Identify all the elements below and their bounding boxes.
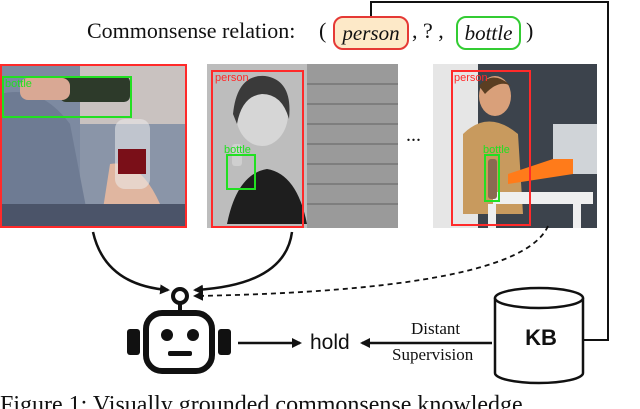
object-pill: bottle bbox=[456, 16, 521, 50]
robot-icon bbox=[127, 287, 231, 374]
bottle-label-1: bottle bbox=[5, 78, 32, 90]
photo-wine-pouring-art bbox=[0, 64, 187, 228]
figure-caption: Figure 1: Visually grounded commonsense … bbox=[0, 392, 523, 409]
relation-prefix: Commonsense relation: bbox=[87, 18, 296, 43]
subject-text: person bbox=[342, 21, 400, 45]
predicate-output: hold bbox=[310, 331, 350, 354]
person-label-3: person bbox=[454, 72, 488, 84]
bottle-box-1 bbox=[2, 76, 132, 118]
bottle-box-2 bbox=[226, 154, 256, 190]
bottle-box-3 bbox=[484, 154, 500, 202]
supervision-line2: Supervision bbox=[392, 345, 474, 364]
kb-cylinder-icon bbox=[493, 286, 585, 385]
supervision-line1: Distant bbox=[411, 319, 461, 338]
arrow-image1-robot bbox=[91, 231, 170, 295]
arrow-image3-robot-dashed bbox=[193, 225, 549, 301]
person-label-2: person bbox=[215, 72, 249, 84]
kb-label: KB bbox=[525, 325, 557, 350]
kb-to-relation-line bbox=[370, 1, 609, 341]
object-text: bottle bbox=[464, 21, 513, 45]
person-box-1 bbox=[0, 64, 187, 228]
person-box-2 bbox=[211, 70, 304, 228]
photo-woman-phone: person bottle bbox=[207, 64, 398, 228]
bottle-label-3: bottle bbox=[483, 144, 510, 156]
photo-wine-pouring: bottle bbox=[0, 64, 187, 228]
relation-separator: , ? , bbox=[412, 18, 444, 43]
photo-man-laptop-art bbox=[433, 64, 597, 228]
person-box-3 bbox=[451, 70, 531, 226]
arrow-image2-robot bbox=[193, 231, 294, 295]
subject-pill: person bbox=[333, 16, 409, 50]
relation-open-paren: ( bbox=[319, 18, 327, 43]
relation-close-paren: ) bbox=[526, 18, 534, 43]
bottle-label-2: bottle bbox=[224, 144, 251, 156]
more-images-ellipsis: ... bbox=[406, 124, 421, 146]
photo-man-laptop: person bottle bbox=[433, 64, 597, 228]
